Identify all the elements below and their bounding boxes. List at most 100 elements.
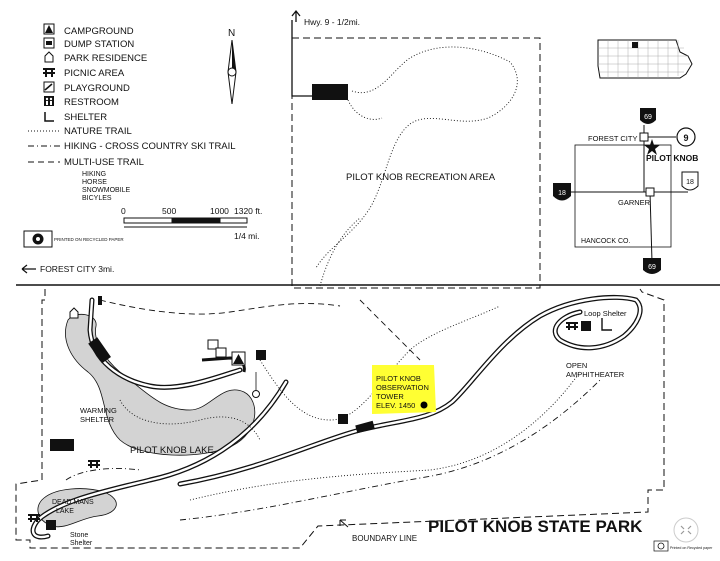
legend-park-residence: PARK RESIDENCE <box>64 53 147 64</box>
multiuse-sub-hiking: HIKING <box>82 171 106 178</box>
legend: CAMPGROUND DUMP STATION PARK RESIDENCE P… <box>23 23 262 248</box>
route-18-left-shield: 18 <box>553 183 571 201</box>
hancock-county-marker <box>632 42 638 48</box>
legend-campground: CAMPGROUND <box>64 26 134 37</box>
recreation-area-label: PILOT KNOB RECREATION AREA <box>346 172 496 183</box>
recycled-logo: PRINTED ON RECYCLED PAPER <box>23 230 124 248</box>
inset-forest-city: FOREST CITY <box>588 134 637 143</box>
stone-shelter-picnic-icon <box>28 514 56 530</box>
boundary-label: BOUNDARY LINE <box>352 534 417 543</box>
tower-parking <box>355 420 375 434</box>
multiuse-sub-snowmobile: SNOWMOBILE <box>82 187 131 194</box>
recycled-paper-text: Printed on Recycled paper <box>670 546 713 550</box>
loop-shelter-icons <box>566 318 612 331</box>
pilot-knob-star-icon <box>644 139 660 155</box>
svg-text:69: 69 <box>648 264 656 271</box>
observation-tower-marker <box>420 401 428 409</box>
tower-label-4: ELEV. 1450 <box>376 401 415 410</box>
park-boundary <box>15 288 665 549</box>
dump-station-icon <box>43 37 55 49</box>
park-residence-icon <box>44 51 54 63</box>
main-park: FOREST CITY 3mi. BOUNDARY LINE <box>15 264 720 552</box>
nature-trail <box>259 305 501 421</box>
legend-picnic-area: PICNIC AREA <box>64 68 125 79</box>
inset-pilot-knob: PILOT KNOB <box>646 153 698 163</box>
forest-city-label: FOREST CITY 3mi. <box>40 264 114 274</box>
park-title: PILOT KNOB STATE PARK <box>428 517 643 536</box>
scale-quarter-mile: 1/4 mi. <box>234 231 260 241</box>
campsite-loop-circle <box>252 390 260 398</box>
hwy9-arrow <box>291 9 301 22</box>
scale-500: 500 <box>162 206 176 216</box>
boundary-pointer <box>339 519 349 528</box>
playground-icon <box>43 81 55 93</box>
hiking-trail <box>65 379 601 521</box>
inset-map: 69 9 18 18 69 FOREST CITY PILOT KNOB GAR… <box>553 39 699 274</box>
scale-bar: 0 500 1000 1320 ft. 1/4 mi. <box>121 206 262 241</box>
loop-shelter-label: Loop Shelter <box>584 309 627 318</box>
amphitheater-label-1: OPEN <box>566 361 587 370</box>
scale-1320: 1320 ft. <box>234 206 262 216</box>
amphitheater-label-2: AMPHITHEATER <box>566 370 625 379</box>
campground-icon <box>43 23 55 35</box>
recycled-paper-logo: Printed on Recycled paper <box>653 540 713 552</box>
svg-text:18: 18 <box>558 190 566 197</box>
forest-city-square <box>639 132 649 142</box>
stone-shelter-label-1: Stone <box>70 532 88 539</box>
legend-nature-trail: NATURE TRAIL <box>64 126 132 137</box>
loop-road <box>178 296 642 486</box>
north-arrow: N <box>227 28 237 105</box>
stone-shelter-label-2: Shelter <box>70 540 93 547</box>
picnic-area-icon <box>43 68 55 77</box>
legend-multiuse-trail: MULTI-USE TRAIL <box>64 157 144 168</box>
dead-mans-label-1: DEAD MANS <box>52 499 94 506</box>
restroom-icon <box>44 96 54 106</box>
inset-county: HANCOCK CO. <box>581 238 630 245</box>
legend-playground: PLAYGROUND <box>64 83 130 94</box>
svg-text:18: 18 <box>686 179 694 186</box>
inset-garner: GARNER <box>618 198 651 207</box>
svg-text:9: 9 <box>683 133 688 143</box>
parking-lot <box>312 84 348 100</box>
parking-lot-north <box>88 337 111 364</box>
multiuse-sub-bicycles: BICYLES <box>82 195 112 202</box>
forest-city-arrow <box>21 264 36 274</box>
recycled-text: PRINTED ON RECYCLED PAPER <box>54 237 124 242</box>
lake-label: PILOT KNOB LAKE <box>130 445 214 456</box>
svg-text:69: 69 <box>644 114 652 121</box>
tower-restroom-icon <box>338 414 348 424</box>
scale-1000: 1000 <box>210 206 229 216</box>
route-69-bottom-shield: 69 <box>643 258 661 274</box>
corner-badge <box>673 517 699 543</box>
warming-shelter-label-2: SHELTER <box>80 415 115 424</box>
legend-restroom: RESTROOM <box>64 97 119 108</box>
garner-square <box>645 187 655 197</box>
dump-station-map-icon <box>207 339 219 350</box>
park-residence-map-icon <box>69 307 79 319</box>
warming-shelter-building <box>50 439 74 451</box>
dead-mans-label-2: LAKE <box>56 508 74 515</box>
legend-hiking-trail: HIKING - CROSS COUNTRY SKI TRAIL <box>64 141 236 152</box>
tower-highlight <box>372 365 436 414</box>
tower-label-2: OBSERVATION <box>376 383 429 392</box>
legend-shelter: SHELTER <box>64 112 107 123</box>
recreation-area: Hwy. 9 - 1/2mi. PILOT KNOB RECREATION AR… <box>291 9 541 289</box>
route-9-shield: 9 <box>676 127 696 147</box>
tower-label-3: TOWER <box>376 392 404 401</box>
restroom-map-icon <box>256 350 266 360</box>
scale-0: 0 <box>121 206 126 216</box>
route-18-right-shield: 18 <box>681 171 699 191</box>
playground-map-icon <box>215 347 227 358</box>
legend-dump-station: DUMP STATION <box>64 39 134 50</box>
shelter-icon <box>44 112 54 122</box>
multiuse-trail-north <box>99 299 421 361</box>
county-box <box>574 144 672 248</box>
route-69-top-shield: 69 <box>640 108 656 124</box>
tower-label-1: PILOT KNOB <box>376 374 421 383</box>
picnic-map-icon <box>88 460 100 468</box>
gate-marker <box>98 296 102 305</box>
warming-shelter-label-1: WARMING <box>80 406 117 415</box>
north-label: N <box>228 28 235 39</box>
multiuse-sub-horse: HORSE <box>82 179 107 186</box>
